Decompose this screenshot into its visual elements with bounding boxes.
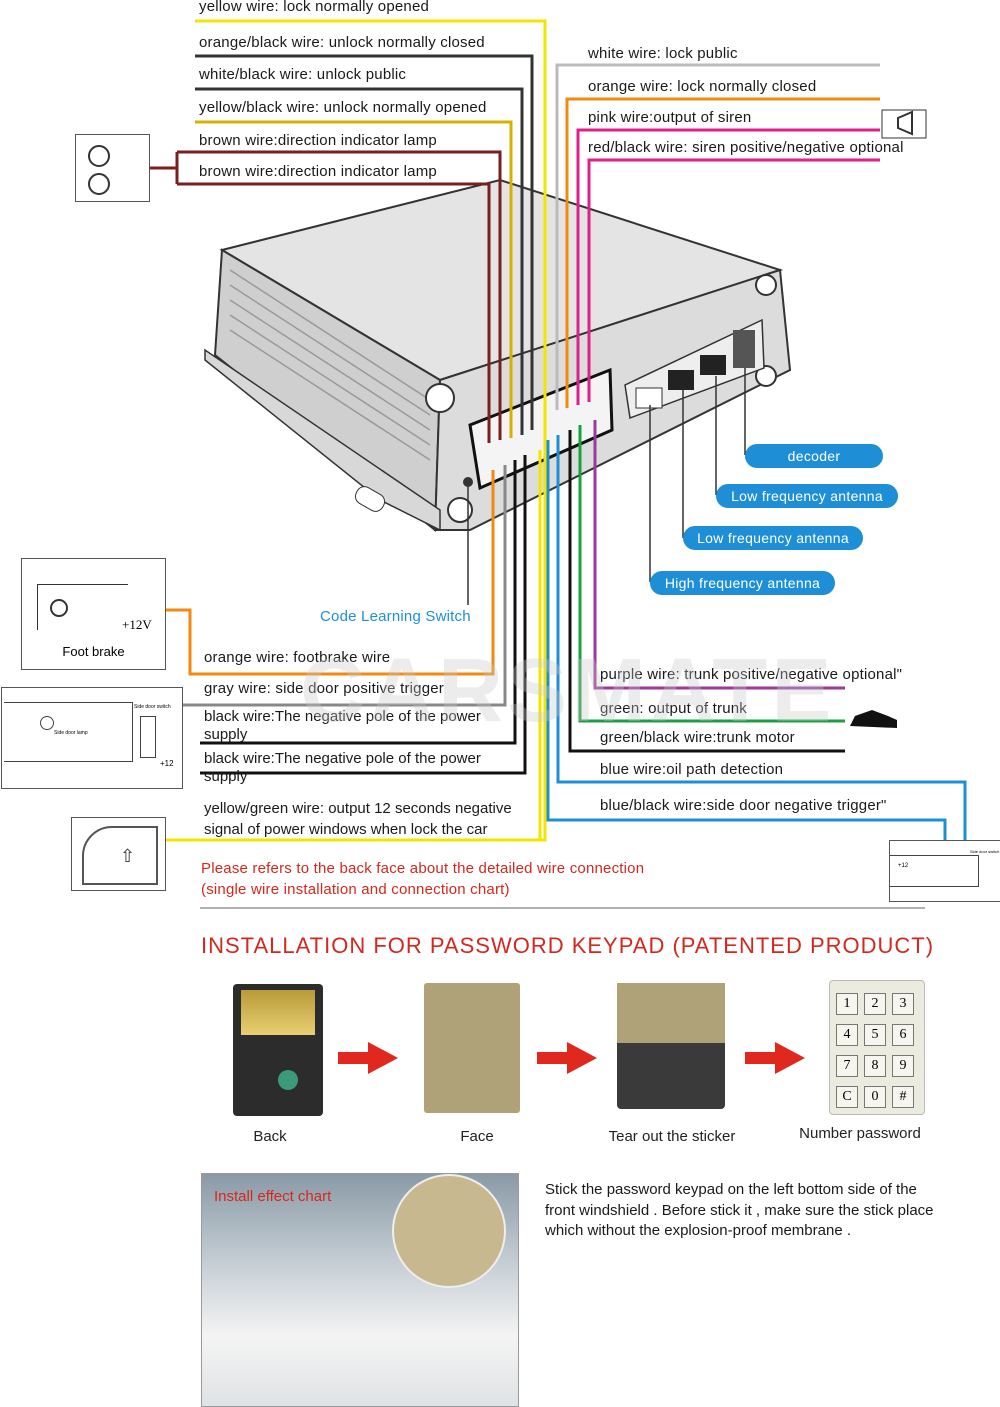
keypad-face-image [424,983,520,1113]
siren-icon [881,109,927,139]
blue-black-wire [546,440,947,840]
keypad-key: 7 [836,1055,858,1077]
step-label: Back [253,1128,287,1145]
keypad-section-title: INSTALLATION FOR PASSWORD KEYPAD (PATENT… [201,933,935,958]
white-black-wire [195,87,524,435]
step-label: Tear out the sticker [608,1128,736,1145]
arrow-icon [745,1042,805,1074]
door-switch-icon [140,716,156,758]
left-wire-label: brown wire:direction indicator lamp [199,163,437,180]
keypad-description: Stick the password keypad on the left bo… [545,1181,934,1239]
bottom-left-wire-label: gray wire: side door positive trigger [204,680,445,697]
lamp-icon [50,599,68,617]
right-wire-label: pink wire:output of siren [588,109,752,126]
keypad-key: 9 [892,1055,914,1077]
black-wire-2 [200,455,527,775]
white-wire [555,63,880,410]
bottom-left-wire-label: yellow/green wire: output 12 seconds neg… [204,800,512,838]
low-frequency-antenna-port: Low frequency antenna [683,526,863,550]
orange-footbrake-wire [165,470,495,676]
voltage-label: +12 [160,759,174,768]
bottom-left-wire-label: black wire:The negative pole of the powe… [204,750,481,785]
keypad-key: 2 [864,993,886,1015]
green-wire [578,425,845,723]
keypad-back-image [233,984,323,1116]
purple-wire [593,420,845,690]
keypad-key: 4 [836,1024,858,1046]
black-wire-1 [200,460,517,745]
voltage-label: +12 [898,863,909,869]
watermark: CARSMATE [300,641,836,741]
lamp-icon [40,716,54,730]
note-line: Please refers to the back face about the… [201,860,645,877]
keypad-key: 1 [836,993,858,1015]
orange-wire [565,97,880,408]
orange-black-wire [195,54,534,430]
indicator-lamp-icon [75,134,150,202]
keypad-key: # [892,1086,914,1108]
keypad-key: 0 [864,1086,886,1108]
keypad-tear-sticker-image [617,983,725,1109]
left-wire-label: orange/black wire: unlock normally close… [199,34,485,51]
bottom-right-wire-label: blue wire:oil path detection [600,761,784,778]
keypad-key: 5 [864,1024,886,1046]
green-black-wire [568,430,845,753]
blue-wire [556,435,967,840]
bottom-right-wire-label: green/black wire:trunk motor [600,729,795,746]
foot-brake-label: Foot brake [62,644,125,659]
step-label: Face [460,1128,494,1145]
left-wire-label: yellow wire: lock normally opened [199,0,430,15]
keypad-key: 3 [892,993,914,1015]
brown-wire-1 [177,150,502,440]
keypad-key: C [836,1086,858,1108]
decoder-port: decoder [745,444,883,468]
right-wire-label: orange wire: lock normally closed [588,78,817,95]
high-frequency-antenna-port: High frequency antenna [650,571,835,595]
red-black-wire [587,158,880,402]
step-label: Number password [799,1125,921,1142]
keypad-closeup [392,1174,506,1288]
pink-wire [576,128,880,405]
arrow-icon [537,1042,597,1074]
right-wire-label: red/black wire: siren positive/negative … [588,139,904,156]
note-line: (single wire installation and connection… [201,881,510,898]
photo-label: Install effect chart [214,1188,332,1205]
bottom-left-wire-label: black wire:The negative pole of the powe… [204,708,481,743]
install-effect-photo: Install effect chart [201,1173,519,1407]
brown-wire-2 [177,182,491,443]
right-wire-label: white wire: lock public [588,45,738,62]
side-door-switch-label: Side door switch [970,849,1000,854]
power-window-icon: ⇧ [71,817,166,891]
keypad-key: 8 [864,1055,886,1077]
bottom-right-wire-label: blue/black wire:side door negative trigg… [600,797,887,814]
yellow-wire [165,19,547,842]
voltage-label: +12V [122,617,152,632]
yellow-black-wire [195,120,513,438]
gray-wire [182,465,507,707]
side-door-diagram: Side door switch Side door lamp +12 [1,687,183,789]
car-icon [850,710,897,728]
side-door-lamp-label: Side door lamp [54,730,88,736]
side-door-switch-label: Side door switch [134,704,171,710]
bottom-right-wire-label: green: output of trunk [600,700,747,717]
foot-brake-diagram: +12V Foot brake [21,558,166,670]
low-frequency-antenna-port: Low frequency antenna [716,484,898,508]
bottom-right-wire-label: purple wire: trunk positive/negative opt… [600,666,903,683]
arrow-icon [338,1042,398,1074]
left-wire-label: yellow/black wire: unlock normally opene… [199,99,487,116]
keypad-key: 6 [892,1024,914,1046]
code-learning-switch-label: Code Learning Switch [320,608,471,625]
side-door-diagram-right: Side door switch +12 [889,840,1000,902]
bottom-left-wire-label: orange wire: footbrake wire [204,649,391,666]
left-wire-label: white/black wire: unlock public [199,66,407,83]
left-wire-label: brown wire:direction indicator lamp [199,132,437,149]
alarm-control-box [204,178,792,533]
